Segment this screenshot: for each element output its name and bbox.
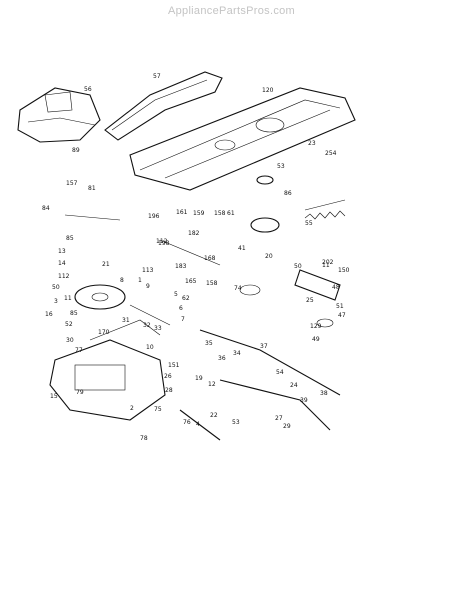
- callout-label: 112: [156, 238, 168, 245]
- callout-label: 29: [283, 423, 291, 430]
- callout-label: 1: [138, 277, 142, 284]
- callout-label: 161: [176, 209, 188, 216]
- callout-label: 25: [306, 297, 314, 304]
- callout-label: 170: [98, 329, 110, 336]
- callout-label: 85: [70, 310, 78, 317]
- spring-drawing: [304, 210, 346, 220]
- callout-label: 74: [234, 285, 242, 292]
- frame-chassis-drawing: [129, 87, 356, 191]
- callout-label: 55: [305, 220, 313, 227]
- callout-label: 19: [195, 375, 203, 382]
- callout-label: 151: [168, 362, 180, 369]
- callout-label: 75: [154, 406, 162, 413]
- callout-label: 26: [164, 373, 172, 380]
- callout-label: 5: [174, 291, 178, 298]
- callout-label: 54: [276, 369, 284, 376]
- callout-label: 157: [66, 180, 78, 187]
- callout-label: 7: [181, 316, 185, 323]
- callout-label: 31: [122, 317, 130, 324]
- callout-label: 30: [66, 337, 74, 344]
- callout-label: 196: [148, 213, 160, 220]
- callout-label: 39: [300, 397, 308, 404]
- callout-label: 50: [52, 284, 60, 291]
- callout-label: 159: [193, 210, 205, 217]
- callout-label: 32: [143, 322, 151, 329]
- callout-label: 21: [102, 261, 110, 268]
- callout-label: 20: [265, 253, 273, 260]
- callout-label: 36: [218, 355, 226, 362]
- callout-label: 11: [322, 262, 330, 269]
- callout-label: 35: [205, 340, 213, 347]
- callout-label: 79: [76, 389, 84, 396]
- callout-label: 62: [182, 295, 190, 302]
- drive-belt-drawing: [104, 71, 223, 141]
- callout-label: 14: [58, 260, 66, 267]
- callout-label: 8: [120, 277, 124, 284]
- callout-label: 12: [208, 381, 216, 388]
- callout-label: 51: [336, 303, 344, 310]
- callout-label: 49: [312, 336, 320, 343]
- callout-label: 53: [277, 163, 285, 170]
- callout-label: 57: [153, 73, 161, 80]
- callout-label: 61: [227, 210, 235, 217]
- callout-label: 34: [233, 350, 241, 357]
- callout-label: 113: [142, 267, 154, 274]
- callout-label: 84: [42, 205, 50, 212]
- callout-label: 10: [146, 344, 154, 351]
- callout-label: 78: [140, 435, 148, 442]
- callout-label: 33: [154, 325, 162, 332]
- callout-label: 158: [206, 280, 218, 287]
- callout-label: 89: [72, 147, 80, 154]
- lever-bracket-drawing: [239, 269, 341, 328]
- callout-label: 165: [185, 278, 197, 285]
- callout-label: 56: [84, 86, 92, 93]
- callout-label: 6: [179, 305, 183, 312]
- callout-label: 120: [262, 87, 274, 94]
- callout-label: 9: [146, 283, 150, 290]
- callout-label: 3: [54, 298, 58, 305]
- callout-label: 15: [50, 393, 58, 400]
- callout-label: 182: [188, 230, 200, 237]
- callout-label: 52: [65, 321, 73, 328]
- callout-label: 112: [58, 273, 70, 280]
- callout-label: 76: [183, 419, 191, 426]
- engine-pulley-drawing: [250, 175, 280, 233]
- callout-label: 129: [310, 323, 322, 330]
- transmission-drawing: [49, 319, 166, 421]
- callout-label: 16: [45, 311, 53, 318]
- callout-label: 41: [238, 245, 246, 252]
- callout-label: 86: [284, 190, 292, 197]
- callout-label: 168: [204, 255, 216, 262]
- callout-label: 202: [322, 259, 334, 266]
- callout-label: 4: [196, 421, 200, 428]
- callout-label: 28: [165, 387, 173, 394]
- callout-label: 27: [275, 415, 283, 422]
- callout-label: 2: [130, 405, 134, 412]
- callout-label: 183: [175, 263, 187, 270]
- callout-label: 150: [338, 267, 350, 274]
- callout-label: 85: [66, 235, 74, 242]
- callout-label: 198: [158, 240, 170, 247]
- callout-label: 22: [210, 412, 218, 419]
- callout-label: 47: [338, 312, 346, 319]
- callout-label: 38: [320, 390, 328, 397]
- callout-label: 24: [290, 382, 298, 389]
- callout-label: 50: [294, 263, 302, 270]
- callout-label: 37: [260, 343, 268, 350]
- callout-label: 53: [232, 419, 240, 426]
- seat-assembly-drawing: [17, 87, 101, 143]
- callout-label: 158: [214, 210, 226, 217]
- callout-label: 254: [325, 150, 337, 157]
- callout-label: 81: [88, 185, 96, 192]
- callout-label: 77: [75, 347, 83, 354]
- callout-label: 13: [58, 248, 66, 255]
- watermark-text: AppliancePartsPros.com: [167, 5, 296, 17]
- pulley-drawing: [74, 284, 126, 310]
- callout-label: 23: [308, 140, 316, 147]
- callout-label: 48: [332, 284, 340, 291]
- linkage-rods-drawing: [64, 199, 346, 441]
- callout-label: 11: [64, 295, 72, 302]
